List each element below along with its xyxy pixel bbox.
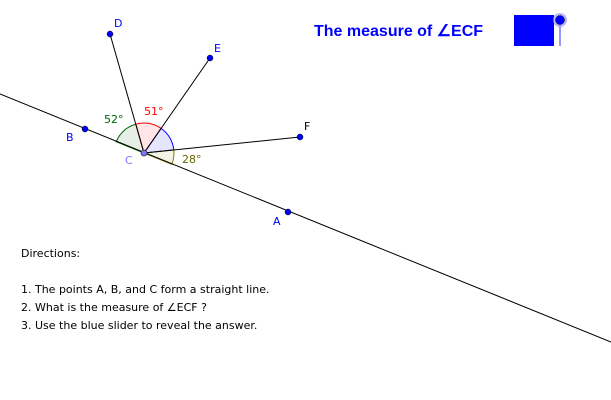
label-f: F <box>304 120 310 133</box>
point-d[interactable] <box>106 30 114 38</box>
answer-cover <box>514 15 554 46</box>
label-c: C <box>125 154 133 167</box>
ray-cd <box>109 33 145 154</box>
ray-ce <box>143 57 211 154</box>
direction-step: 3. Use the blue slider to reveal the ans… <box>21 319 258 332</box>
directions-heading: Directions: <box>21 247 81 260</box>
point-c[interactable] <box>140 149 148 157</box>
directions: Directions: 1. The points A, B, and C fo… <box>21 245 270 335</box>
angle-dce-label: 51° <box>144 105 164 118</box>
label-a: A <box>273 215 281 228</box>
question-title: The measure of ∠ECF <box>314 23 484 40</box>
direction-step: 2. What is the measure of ∠ECF ? <box>21 301 207 314</box>
angle-bcd-label: 52° <box>104 113 124 126</box>
label-e: E <box>214 42 221 55</box>
label-d: D <box>114 17 122 30</box>
direction-step: 1. The points A, B, and C form a straigh… <box>21 283 270 296</box>
line-ab <box>0 93 611 343</box>
point-f[interactable] <box>296 133 304 141</box>
point-e[interactable] <box>206 54 214 62</box>
angle-fca-label: 28° <box>182 153 202 166</box>
ray-cf <box>143 136 301 154</box>
point-b[interactable] <box>81 125 89 133</box>
point-a[interactable] <box>284 208 292 216</box>
label-b: B <box>66 131 74 144</box>
